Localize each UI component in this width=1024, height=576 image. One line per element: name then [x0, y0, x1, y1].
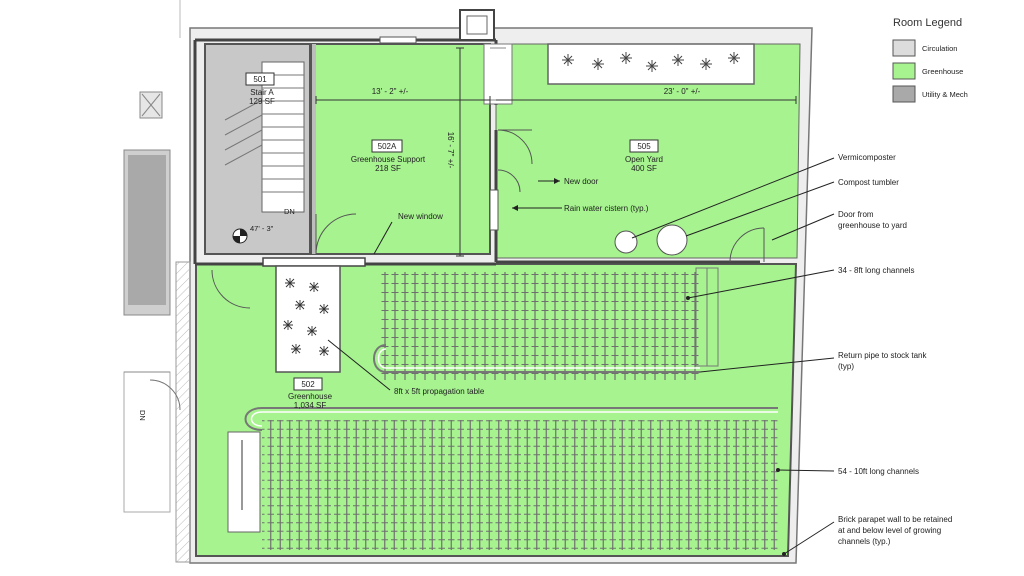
return-pipe-upper: [373, 344, 700, 373]
dim-stair-elev: 47' - 3": [250, 224, 274, 233]
note-parapet-line3: channels (typ.): [838, 537, 891, 546]
note-new-window: New window: [398, 212, 443, 221]
room-502-name: Greenhouse: [288, 392, 333, 401]
dimension-lines: [315, 47, 797, 257]
room-502-area: 1,034 SF: [294, 401, 327, 410]
room-502a-number: 502A: [378, 142, 397, 151]
door-swing-support: [315, 213, 357, 255]
room-502-number: 502: [301, 380, 315, 389]
door-swing-yard: [497, 129, 533, 165]
legend-swatch-utility: [892, 85, 916, 103]
growing-channels-10ft: [262, 420, 778, 550]
return-pipe-lower: [244, 407, 778, 431]
stock-tank: [227, 431, 261, 533]
legend-title: Room Legend: [893, 17, 962, 29]
dn-mark-stair: DN: [284, 207, 295, 216]
note-vermicomposter: Vermicomposter: [838, 153, 896, 162]
room-legend: Room Legend Circulation Greenhouse Utili…: [892, 17, 968, 103]
note-return-line2: (typ): [838, 362, 854, 371]
legend-label-greenhouse: Greenhouse: [922, 67, 963, 76]
room-501-number: 501: [253, 75, 267, 84]
propagation-plants: [283, 278, 329, 356]
planter-plants: [562, 52, 740, 72]
door-swing-greenhouse: [729, 227, 765, 263]
door-swing-stair: [211, 269, 251, 309]
room-505-number: 505: [637, 142, 651, 151]
door-swing-yard-2: [497, 169, 521, 193]
legend-swatch-greenhouse: [892, 62, 916, 80]
vermicomposter: [614, 230, 638, 254]
note-rain-water: Rain water cistern (typ.): [564, 204, 649, 213]
legend-label-utility: Utility & Mech: [922, 90, 968, 99]
dim-yard-width: 23' - 0" +/-: [664, 87, 701, 96]
note-channels-8ft: 34 - 8ft long channels: [838, 266, 915, 275]
context-ledge: [123, 371, 171, 513]
note-compost-tumbler: Compost tumbler: [838, 178, 899, 187]
propagation-table: [275, 265, 341, 373]
room-502a-area: 218 SF: [375, 164, 401, 173]
room-502a-name: Greenhouse Support: [351, 155, 426, 164]
legend-label-circulation: Circulation: [922, 44, 957, 53]
note-channels-10ft: 54 - 10ft long channels: [838, 467, 919, 476]
room-505-name: Open Yard: [625, 155, 663, 164]
note-new-door: New door: [564, 177, 599, 186]
growing-channels-8ft: [380, 272, 700, 380]
compost-tumbler: [656, 224, 688, 256]
room-505-area: 400 SF: [631, 164, 657, 173]
note-parapet-line2: at and below level of growing: [838, 526, 941, 535]
dn-mark-lower: DN: [138, 410, 147, 421]
note-propagation: 8ft x 5ft propagation table: [394, 387, 485, 396]
dim-support-width: 13' - 2" +/-: [372, 87, 409, 96]
note-return-line1: Return pipe to stock tank: [838, 351, 927, 360]
note-door-line1: Door from: [838, 210, 874, 219]
room-501-area: 129 SF: [249, 97, 275, 106]
door-swing-lower-left: [149, 379, 181, 411]
context-building-inner: [128, 155, 166, 305]
note-parapet-line1: Brick parapet wall to be retained: [838, 515, 952, 524]
note-door-line2: greenhouse to yard: [838, 221, 907, 230]
legend-swatch-circulation: [892, 39, 916, 57]
room-501-name: Stair A: [250, 88, 274, 97]
dim-support-depth: 16' - 7" +/-: [446, 132, 455, 169]
yard-planter: [547, 43, 755, 85]
